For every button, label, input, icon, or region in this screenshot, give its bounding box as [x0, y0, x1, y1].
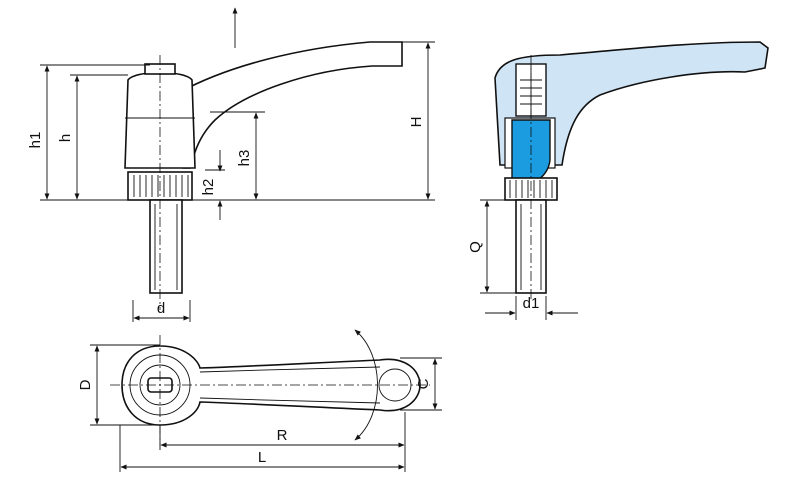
lever-section [494, 41, 769, 166]
dim-R: R [277, 427, 288, 444]
dim-D: D [77, 379, 94, 390]
dim-h: h [57, 134, 74, 142]
dim-C: C [415, 378, 432, 389]
dim-h3: h3 [236, 150, 253, 167]
dim-h1: h1 [27, 132, 44, 149]
dim-Q: Q [467, 241, 484, 253]
side-view: h1 h h3 h2 H d [27, 7, 435, 322]
rotation-arrow [354, 329, 378, 441]
lever-arm [179, 41, 403, 169]
dim-L: L [258, 449, 266, 466]
dim-d1: d1 [523, 295, 540, 312]
top-view: D C R L [77, 329, 442, 472]
dim-H: H [408, 117, 425, 128]
dim-h2: h2 [200, 179, 217, 196]
section-view: Q d1 [467, 41, 769, 320]
lever-top-outline [121, 345, 421, 426]
dim-d: d [157, 300, 165, 317]
serrations [133, 175, 189, 197]
